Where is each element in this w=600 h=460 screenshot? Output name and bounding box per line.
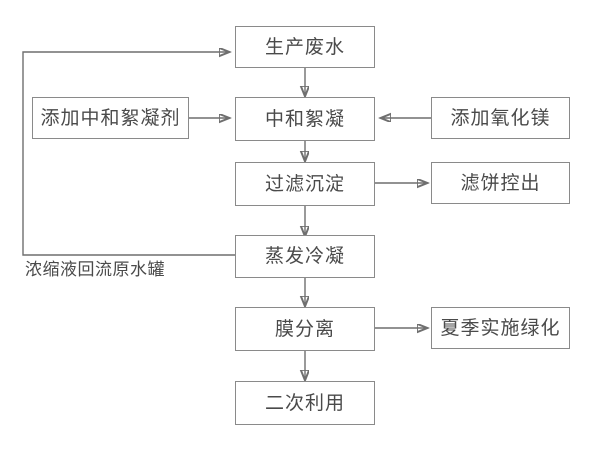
node-summer-greening-label: 夏季实施绿化	[440, 316, 561, 339]
node-production-wastewater[interactable]: 生产废水	[235, 26, 375, 68]
concentrate-return-label: 浓缩液回流原水罐	[25, 262, 165, 279]
node-secondary-reuse[interactable]: 二次利用	[235, 381, 375, 425]
node-add-neutralizing-flocculant[interactable]: 添加中和絮凝剂	[32, 97, 189, 139]
concentrate-return-label-text: 浓缩液回流原水罐	[25, 260, 165, 280]
node-secondary-reuse-label: 二次利用	[264, 391, 345, 414]
node-production-wastewater-label: 生产废水	[264, 35, 345, 58]
node-add-magnesium-oxide[interactable]: 添加氧化镁	[431, 97, 570, 139]
node-neutralization-flocculation-label: 中和絮凝	[264, 107, 345, 130]
node-membrane-separation[interactable]: 膜分离	[235, 307, 375, 351]
node-neutralization-flocculation[interactable]: 中和絮凝	[235, 97, 375, 141]
node-filtration-precipitation-label: 过滤沉淀	[264, 172, 345, 195]
node-add-neutralizing-flocculant-label: 添加中和絮凝剂	[40, 106, 181, 129]
node-filter-cake-discharge-label: 滤饼控出	[460, 171, 541, 194]
node-filtration-precipitation[interactable]: 过滤沉淀	[235, 162, 375, 206]
node-evaporation-condensation-label: 蒸发冷凝	[264, 245, 345, 267]
node-evaporation-condensation[interactable]: 蒸发冷凝	[235, 235, 375, 278]
node-filter-cake-discharge[interactable]: 滤饼控出	[431, 162, 570, 204]
node-summer-greening[interactable]: 夏季实施绿化	[431, 307, 570, 349]
edge-evaporation-feedback-to-production	[22, 52, 235, 256]
node-membrane-separation-label: 膜分离	[274, 317, 335, 340]
node-add-magnesium-oxide-label: 添加氧化镁	[450, 106, 551, 129]
